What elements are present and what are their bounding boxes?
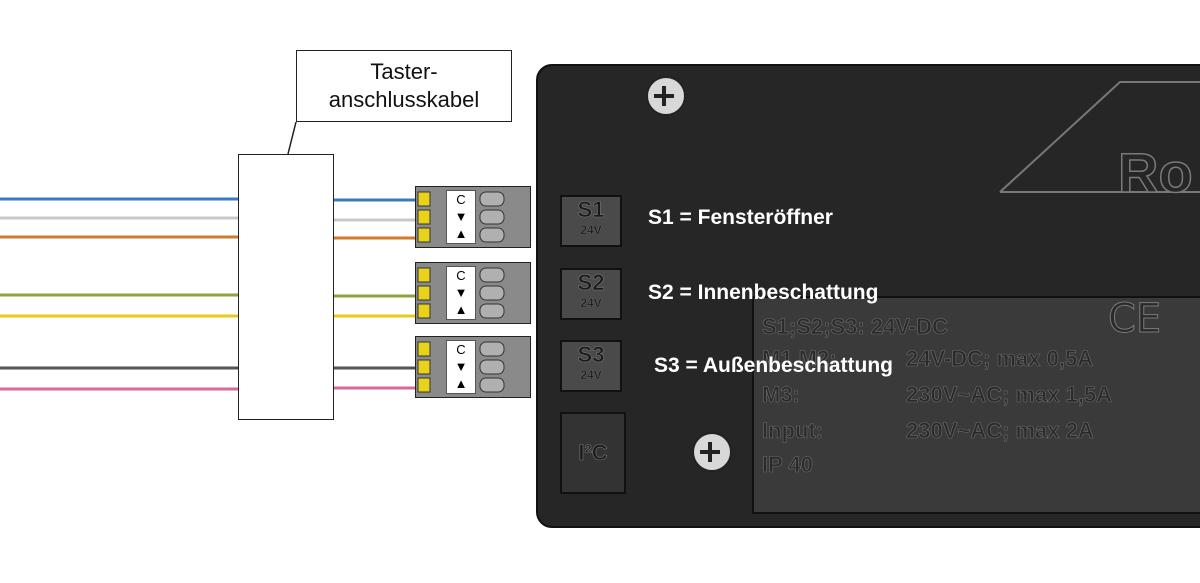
port-s1-voltage: 24V: [580, 223, 602, 237]
port-s2-voltage: 24V: [580, 296, 602, 310]
port-s3: S3 24V: [560, 340, 622, 392]
port-s3-name: S3: [577, 342, 605, 368]
port-i2c: I²C: [560, 412, 626, 494]
pin-up-icon: ▲: [454, 226, 468, 241]
port-s2: S2 24V: [560, 268, 622, 320]
connector-s1-face: C ▼ ▲: [446, 190, 476, 244]
terminal-screw-2-2: [479, 285, 505, 301]
plate-row-4-value: 230V~AC; max 2A: [906, 418, 1094, 444]
pin-down-icon: ▼: [454, 285, 468, 300]
plate-row-3-label: M3:: [762, 382, 800, 408]
connector-s2-face: C ▼ ▲: [446, 266, 476, 320]
pin-up-icon: ▲: [454, 302, 468, 317]
callout-leader-line: [287, 121, 297, 155]
clamp-yellow-2-2: [417, 285, 431, 301]
brand-roof-mark: [999, 81, 1200, 193]
port-s2-name: S2: [577, 270, 605, 296]
pin-common-label: C: [456, 192, 466, 207]
pin-common-label: C: [456, 342, 466, 357]
port-s1-name: S1: [577, 197, 605, 223]
plate-row-2-label: M1,M2:: [762, 346, 837, 372]
wires-left: [0, 197, 238, 391]
callout-line-2: anschlusskabel: [328, 87, 480, 112]
clamp-yellow-2-1: [417, 267, 431, 283]
plate-row-3-value: 230V~AC; max 1,5A: [906, 382, 1113, 408]
terminal-connector-s1: C ▼ ▲: [415, 186, 531, 248]
pin-up-icon: ▲: [454, 376, 468, 391]
plate-row-5: IP 40: [762, 452, 814, 478]
clamp-yellow-1-1: [417, 191, 431, 207]
pin-down-icon: ▼: [454, 209, 468, 224]
label-s2: S2 = Innenbeschattung: [648, 281, 879, 304]
pin-common-label: C: [456, 268, 466, 283]
wires-right: [334, 198, 420, 390]
connector-s3-face: C ▼ ▲: [446, 340, 476, 394]
terminal-screw-1-3: [479, 227, 505, 243]
plate-row-1: S1;S2;S3: 24V-DC: [762, 314, 948, 340]
terminal-connector-s3: C ▼ ▲: [415, 336, 531, 398]
rating-plate: [752, 296, 1200, 514]
clamp-yellow-3-3: [417, 377, 431, 393]
callout-line-1: Taster-: [370, 59, 438, 84]
ce-mark-icon: CE: [1107, 296, 1162, 343]
clamp-yellow-2-3: [417, 303, 431, 319]
label-s1: S1 = Fensteröffner: [648, 206, 833, 229]
clamp-yellow-3-1: [417, 341, 431, 357]
screw-bottom-icon: [692, 432, 732, 472]
clamp-yellow-1-2: [417, 209, 431, 225]
connector-clamps: [417, 191, 505, 393]
plate-row-4-label: Input:: [762, 418, 824, 444]
brand-logo-text: Ro: [1117, 140, 1193, 205]
callout-box: Taster- anschlusskabel: [296, 50, 512, 122]
screw-top-icon: [646, 76, 686, 116]
terminal-screw-2-3: [479, 303, 505, 319]
terminal-screw-2-1: [479, 267, 505, 283]
terminal-screw-3-2: [479, 359, 505, 375]
clamp-yellow-3-2: [417, 359, 431, 375]
label-s3: S3 = Außenbeschattung: [654, 354, 894, 377]
terminal-screw-3-1: [479, 341, 505, 357]
terminal-screw-1-2: [479, 209, 505, 225]
port-s3-voltage: 24V: [580, 368, 602, 382]
terminal-connector-s2: C ▼ ▲: [415, 262, 531, 324]
port-s1: S1 24V: [560, 195, 622, 247]
terminal-screw-3-3: [479, 377, 505, 393]
clamp-yellow-1-3: [417, 227, 431, 243]
plate-row-2-value: 24V-DC; max 0,5A: [906, 346, 1094, 372]
cable-splitter-box: [238, 154, 334, 420]
pin-down-icon: ▼: [454, 359, 468, 374]
terminal-screw-1-1: [479, 191, 505, 207]
